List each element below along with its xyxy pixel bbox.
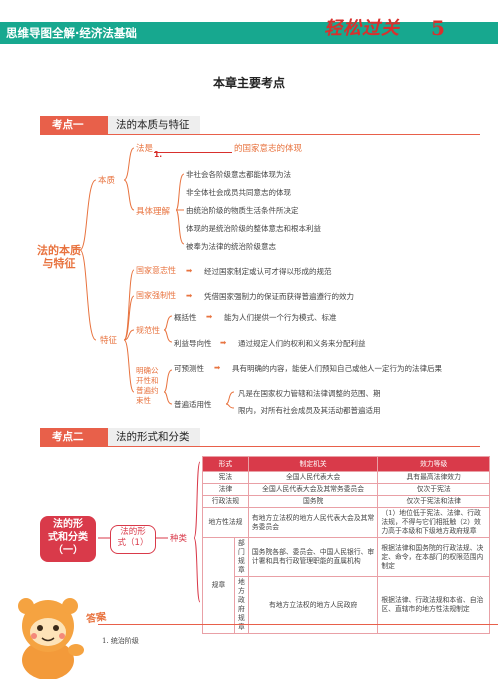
blank-number: 1.	[154, 150, 163, 159]
kd1-rule	[40, 134, 480, 135]
table-header-row: 形式 制定机关 效力等级	[202, 456, 490, 472]
general: 概括性	[174, 313, 197, 322]
clear-public: 明确公 开性和 普遍约 束性	[136, 366, 159, 405]
predictable-desc: 具有明确的内容，能使人们预知自己或他人一定行为的法律后果	[232, 364, 442, 373]
kd2-title: 法的形式和分类	[108, 428, 200, 446]
arrow-icon: ➡	[186, 291, 193, 300]
kd1-badge: 考点一	[40, 116, 118, 134]
header-title: 思维导图全解·经济法基础	[6, 26, 137, 40]
kd1-title: 法的本质与特征	[108, 116, 200, 134]
specific-understanding: 具体理解	[136, 207, 171, 217]
kd1-connector-lines	[79, 147, 235, 409]
brand-logo: 轻松过关	[324, 18, 400, 39]
predictable: 可预测性	[174, 364, 204, 373]
essence-item: 被奉为法律的统治阶级意志	[186, 242, 276, 251]
universal-desc-2: 限内，对所有社会成员及其活动都普遍适用	[238, 406, 381, 415]
state-will-desc: 经过国家制定或认可才得以形成的规范	[204, 267, 332, 276]
essence-node: 本质	[98, 176, 116, 186]
arrow-icon: ➡	[220, 338, 227, 347]
essence-item: 由统治阶级的物质生活条件所决定	[186, 206, 299, 215]
table-row: 地方性法规 有地方立法权的地方人民代表大会及其常务委员会 （1）地位低于宪法、法…	[202, 507, 490, 538]
kd2-connector-lines	[98, 461, 201, 603]
answer-top-rule	[98, 624, 498, 625]
col-header: 形式	[202, 456, 249, 472]
utility: 利益导向性	[174, 339, 212, 348]
chapter-title: 本章主要考点	[212, 76, 285, 90]
normative: 规范性	[136, 326, 160, 335]
essence-line1-prefix: 法是	[136, 144, 154, 154]
arrow-icon: ➡	[206, 312, 213, 321]
kd2-badge: 考点二	[40, 428, 118, 446]
table-row: 规章 部门规章 国务院各部、委员会、中国人民银行、审计署和具有行政管理职能的直属…	[202, 537, 490, 634]
page-number: 5	[431, 16, 445, 40]
kd2-rule	[40, 446, 480, 447]
essence-item: 非社会各阶级意志都能体现为法	[186, 170, 291, 179]
state-will: 国家意志性	[136, 266, 176, 275]
kd2-subnode: 法的形 式（1）	[110, 525, 156, 554]
answer-text: 1. 统治阶级	[102, 637, 139, 645]
table-row: 法律 全国人民代表大会及其常务委员会 仅次于宪法	[202, 483, 490, 496]
state-force-desc: 凭借国家强制力的保证而获得普遍遵行的效力	[204, 292, 354, 301]
answer-blank-1: 1.	[154, 142, 232, 159]
utility-desc: 通过规定人们的权利和义务来分配利益	[238, 339, 366, 348]
essence-item: 体现的是统治阶级的整体意志和根本利益	[186, 224, 321, 233]
general-desc: 能为人们提供一个行为模式、标准	[224, 313, 337, 322]
kd1-root: 法的本质与特征	[37, 244, 81, 270]
universal-desc-1: 凡是在国家权力管辖和法律调整的范围、期	[238, 389, 381, 398]
universal: 普遍适用性	[174, 400, 212, 409]
header-bar	[0, 22, 498, 44]
arrow-icon: ➡	[214, 363, 221, 372]
features-node: 特征	[100, 336, 118, 346]
essence-item: 非全体社会成员共同意志的体现	[186, 188, 291, 197]
mascot-illustration	[18, 598, 84, 679]
essence-line1-suffix: 的国家意志的体现	[234, 144, 303, 154]
state-force: 国家强制性	[136, 291, 176, 300]
kinds-node: 种类	[170, 534, 188, 544]
col-header: 制定机关	[247, 456, 379, 472]
law-forms-table: 形式 制定机关 效力等级 宪法 全国人民代表大会 具有最高法律效力 法律 全国人…	[202, 456, 490, 634]
arrow-icon: ➡	[186, 266, 193, 275]
table-row: 宪法 全国人民代表大会 具有最高法律效力	[202, 471, 490, 484]
col-header: 效力等级	[377, 456, 490, 472]
table-row: 行政法规 国务院 仅次于宪法和法律	[202, 495, 490, 508]
kd2-root: 法的形 式和分类 （一）	[40, 516, 96, 562]
